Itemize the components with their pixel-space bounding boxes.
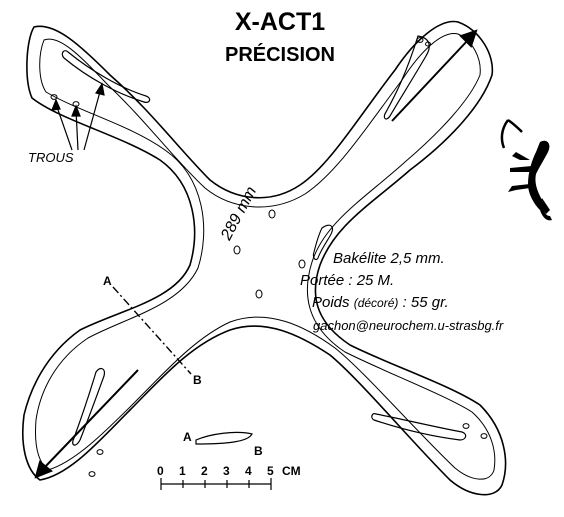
profile-label-b: B: [254, 444, 263, 458]
section-label-b: B: [193, 373, 202, 387]
page-title: X-ACT1: [234, 8, 326, 36]
holes-label: TROUS: [28, 150, 74, 165]
groove-top-right: [383, 35, 430, 120]
scale-tick-2: 2: [201, 464, 208, 478]
scale-tick-3: 3: [223, 464, 230, 478]
groove-bottom-right: [371, 413, 467, 441]
scale-tick-5: 5: [267, 464, 274, 478]
profile-section: [195, 431, 253, 445]
groove-center-right: [312, 224, 333, 261]
groove-bottom-left: [72, 367, 105, 446]
range-spec: Portée : 25 M.: [300, 272, 395, 289]
lizard-icon: [508, 140, 552, 221]
weight-note: (décoré): [353, 296, 399, 310]
boomerang-outline: [21, 20, 507, 496]
boomerang-icon: [500, 118, 523, 149]
email-address: gachon@neurochem.u-strasbg.fr: [313, 318, 504, 333]
section-line: [112, 286, 192, 375]
rotation-arrows: [34, 29, 478, 479]
groove-top-left: [61, 50, 151, 103]
scale-tick-1: 1: [179, 464, 186, 478]
scale-tick-0: 0: [157, 464, 164, 478]
scale-unit: CM: [282, 464, 301, 478]
scale-bar: [160, 478, 272, 490]
holes-pointer-arrows: [51, 82, 105, 151]
edge-line: [35, 33, 496, 480]
page-subtitle: PRÉCISION: [224, 44, 336, 66]
weight-value: : 55 gr.: [398, 294, 449, 311]
weight-spec: Poids (décoré) : 55 gr.: [312, 294, 449, 311]
material-spec: Bakélite 2,5 mm.: [333, 250, 445, 267]
section-label-a: A: [103, 274, 112, 288]
profile-label-a: A: [183, 430, 192, 444]
weight-label: Poids: [312, 294, 350, 311]
holes: [50, 37, 488, 477]
scale-tick-4: 4: [245, 464, 252, 478]
